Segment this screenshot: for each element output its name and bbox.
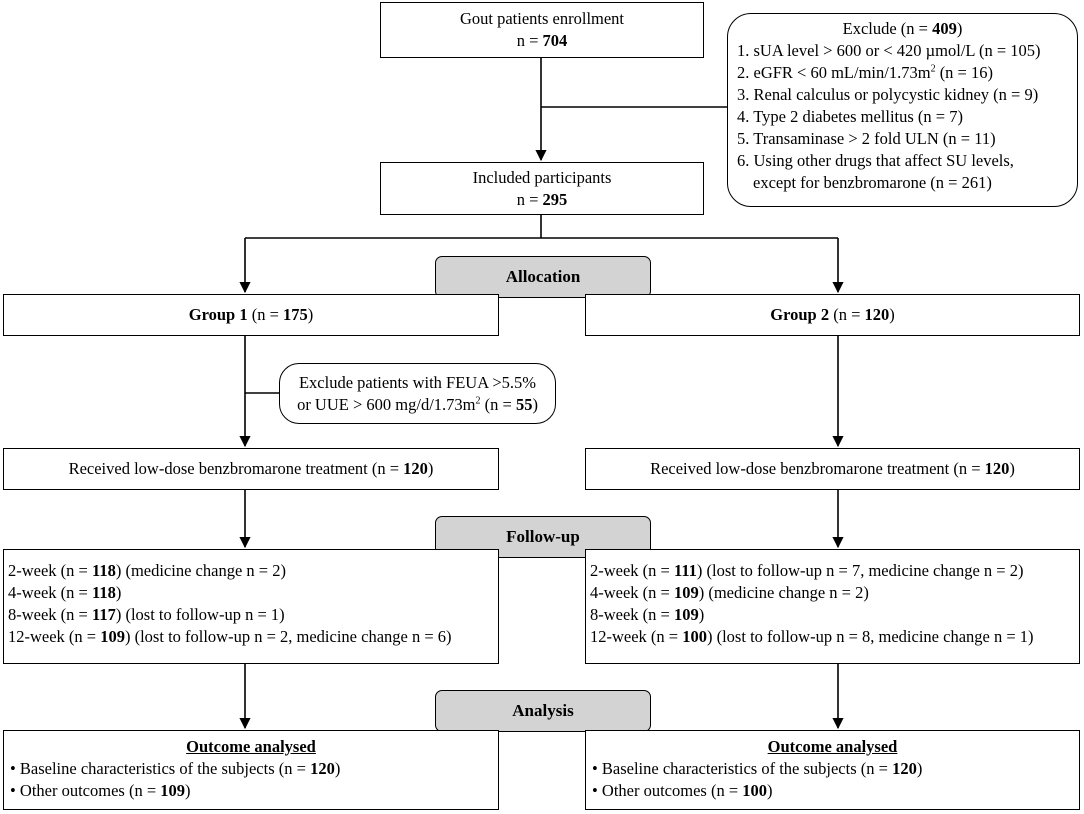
analysis1-box: Outcome analysed • Baseline characterist… xyxy=(3,730,499,810)
exclude-item-2: 2. eGFR < 60 mL/min/1.73m2 (n = 16) xyxy=(737,63,993,82)
group2-label: Group 2 (n = 120) xyxy=(770,305,895,324)
exclude-title: Exclude (n = 409) xyxy=(842,19,963,38)
group1-label: Group 1 (n = 175) xyxy=(188,305,314,324)
analysis2-heading: Outcome analysed xyxy=(767,737,898,756)
analysis1-item-2: • Other outcomes (n = 109) xyxy=(10,781,191,800)
treatment1-label: Received low-dose benzbromarone treatmen… xyxy=(68,459,434,478)
exclude-feua-box: Exclude patients with FEUA >5.5% or UUE … xyxy=(279,363,556,424)
analysis2-item-2: • Other outcomes (n = 100) xyxy=(592,781,773,800)
treatment2-label: Received low-dose benzbromarone treatmen… xyxy=(650,459,1015,478)
included-box: Included participants n = 295 xyxy=(380,162,704,215)
followup1-row-4: 12-week (n = 109) (lost to follow-up n =… xyxy=(8,627,452,646)
exclude-feua-line1: Exclude patients with FEUA >5.5% xyxy=(298,372,537,392)
enrollment-title: Gout patients enrollment xyxy=(459,9,625,28)
followup1-row-2: 4-week (n = 118) xyxy=(8,583,122,602)
group1-box: Group 1 (n = 175) xyxy=(3,294,499,336)
exclude-item-1: 1. sUA level > 600 or < 420 µmol/L (n = … xyxy=(737,41,1041,60)
followup2-row-4: 12-week (n = 100) (lost to follow-up n =… xyxy=(590,627,1034,646)
enrollment-box: Gout patients enrollment n = 704 xyxy=(380,2,704,58)
analysis2-item-1: • Baseline characteristics of the subjec… xyxy=(592,759,923,778)
followup1-box: 2-week (n = 118) (medicine change n = 2)… xyxy=(3,549,499,664)
allocation-label: Allocation xyxy=(435,256,651,298)
followup1-row-3: 8-week (n = 117) (lost to follow-up n = … xyxy=(8,605,285,624)
analysis-label: Analysis xyxy=(435,690,651,732)
followup2-box: 2-week (n = 111) (lost to follow-up n = … xyxy=(585,549,1080,664)
exclude-item-4: 4. Type 2 diabetes mellitus (n = 7) xyxy=(737,107,963,126)
group2-box: Group 2 (n = 120) xyxy=(585,294,1080,336)
treatment2-box: Received low-dose benzbromarone treatmen… xyxy=(585,448,1080,490)
included-count: n = 295 xyxy=(516,189,568,209)
analysis2-box: Outcome analysed • Baseline characterist… xyxy=(585,730,1080,810)
followup2-row-1: 2-week (n = 111) (lost to follow-up n = … xyxy=(590,561,1024,580)
followup2-row-3: 8-week (n = 109) xyxy=(590,605,705,624)
analysis1-item-1: • Baseline characteristics of the subjec… xyxy=(10,759,341,778)
exclude-item-6: 6. Using other drugs that affect SU leve… xyxy=(737,151,1014,170)
analysis1-heading: Outcome analysed xyxy=(186,737,316,756)
followup1-row-1: 2-week (n = 118) (medicine change n = 2) xyxy=(8,561,286,580)
followup2-row-2: 4-week (n = 109) (medicine change n = 2) xyxy=(590,583,869,602)
exclude-box: Exclude (n = 409) 1. sUA level > 600 or … xyxy=(727,13,1078,207)
exclude-feua-line2: or UUE > 600 mg/d/1.73m2 (n = 55) xyxy=(297,394,538,414)
enrollment-count: n = 704 xyxy=(516,31,568,50)
included-title: Included participants xyxy=(472,167,612,187)
treatment1-box: Received low-dose benzbromarone treatmen… xyxy=(3,448,499,490)
exclude-item-5: 5. Transaminase > 2 fold ULN (n = 11) xyxy=(737,129,996,148)
exclude-item-6-cont: except for benzbromarone (n = 261) xyxy=(753,173,992,192)
exclude-item-3: 3. Renal calculus or polycystic kidney (… xyxy=(737,85,1039,104)
